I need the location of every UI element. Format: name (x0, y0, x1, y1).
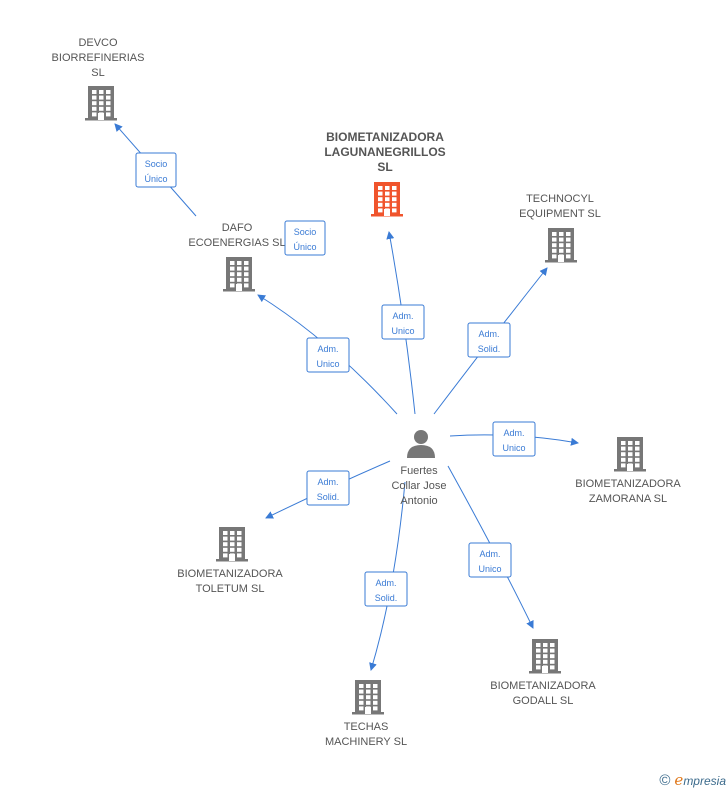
node-toletum[interactable]: BIOMETANIZADORA TOLETUM SL (177, 527, 283, 595)
relation-label-line: Adm. (479, 549, 500, 559)
relation-box (468, 542, 512, 578)
node-label-line: DEVCO (78, 37, 118, 49)
person-icon (407, 430, 435, 458)
building-icon (545, 228, 577, 263)
relation-box (364, 571, 408, 607)
node-label-line: BIOMETANIZADORA (575, 478, 681, 490)
node-label-line: DAFO (222, 222, 253, 234)
brand-rest: mpresia (683, 774, 726, 788)
relation-badge[interactable]: Adm. Unico (306, 337, 350, 373)
relation-label-line: Socio (145, 159, 168, 169)
building-icon (216, 527, 248, 562)
building-icon (85, 86, 117, 121)
relation-box (306, 337, 350, 373)
node-label-line: BIOMETANIZADORA (177, 568, 283, 580)
relation-badge[interactable]: Adm. Solid. (467, 322, 511, 358)
relation-badge[interactable]: Adm. Solid. (306, 470, 350, 506)
node-label-line: BIOMETANIZADORA (326, 130, 444, 144)
relation-badge[interactable]: Adm. Unico (381, 304, 425, 340)
relation-box (135, 152, 177, 188)
node-label-line: ECOENERGIAS SL (188, 237, 285, 249)
node-godall[interactable]: BIOMETANIZADORA GODALL SL (490, 639, 596, 707)
node-label-line: ZAMORANA SL (589, 493, 667, 505)
relation-box (467, 322, 511, 358)
relation-label-line: Socio (294, 227, 317, 237)
brand-initial: e (674, 771, 684, 789)
relation-label-line: Unico (316, 359, 339, 369)
relation-label-line: Único (144, 174, 167, 184)
relation-label-line: Solid. (478, 344, 501, 354)
relation-label-line: Único (293, 242, 316, 252)
node-label-line: Antonio (400, 495, 437, 507)
relation-box (381, 304, 425, 340)
relation-badge[interactable]: Adm. Solid. (364, 571, 408, 607)
relation-label-line: Unico (478, 564, 501, 574)
node-label-line: SL (91, 67, 104, 79)
relation-label-line: Adm. (392, 311, 413, 321)
relation-label-line: Solid. (317, 492, 340, 502)
node-techas[interactable]: TECHAS MACHINERY SL (325, 680, 407, 748)
relation-label-line: Solid. (375, 593, 398, 603)
node-dafo[interactable]: DAFO ECOENERGIAS SL (188, 222, 286, 292)
building-icon (529, 639, 561, 674)
building-icon (352, 680, 384, 715)
relation-label-line: Unico (391, 326, 414, 336)
node-label-line: BIORREFINERIAS (52, 52, 145, 64)
relation-label-line: Adm. (478, 329, 499, 339)
edges-layer (114, 123, 579, 671)
relation-badge[interactable]: Adm. Unico (468, 542, 512, 578)
building-icon (614, 437, 646, 472)
node-label-line: TECHAS (344, 721, 389, 733)
node-technocyl[interactable]: TECHNOCYL EQUIPMENT SL (519, 193, 601, 263)
brand-logo: empresia (674, 771, 726, 789)
node-label-line: GODALL SL (513, 695, 574, 707)
node-zamorana[interactable]: BIOMETANIZADORA ZAMORANA SL (575, 437, 681, 505)
node-label-line: BIOMETANIZADORA (490, 680, 596, 692)
relation-label-line: Adm. (503, 428, 524, 438)
relation-label-line: Adm. (317, 344, 338, 354)
relation-label-line: Adm. (375, 578, 396, 588)
node-label-line: SL (377, 160, 392, 174)
footer-brand[interactable]: © empresia (659, 771, 726, 789)
relation-label-line: Adm. (317, 477, 338, 487)
building-icon (223, 257, 255, 292)
relation-box (284, 220, 326, 256)
node-label-line: Fuertes (400, 465, 438, 477)
building-icon (371, 182, 403, 217)
node-label-line: EQUIPMENT SL (519, 208, 601, 220)
relation-box (306, 470, 350, 506)
node-devco[interactable]: DEVCO BIORREFINERIAS SL (52, 37, 145, 121)
copyright-symbol: © (659, 771, 671, 789)
node-label-line: LAGUNANEGRILLOS (324, 145, 445, 159)
nodes-layer: DEVCO BIORREFINERIAS SL DAFO ECOENERGIAS SL B… (52, 37, 682, 748)
node-label-line: TECHNOCYL (526, 193, 594, 205)
node-label-line: MACHINERY SL (325, 736, 407, 748)
node-label-line: Collar Jose (391, 480, 446, 492)
relation-badge[interactable]: Adm. Unico (492, 421, 536, 457)
relation-box (492, 421, 536, 457)
relation-label-line: Unico (502, 443, 525, 453)
node-label-line: TOLETUM SL (196, 583, 265, 595)
